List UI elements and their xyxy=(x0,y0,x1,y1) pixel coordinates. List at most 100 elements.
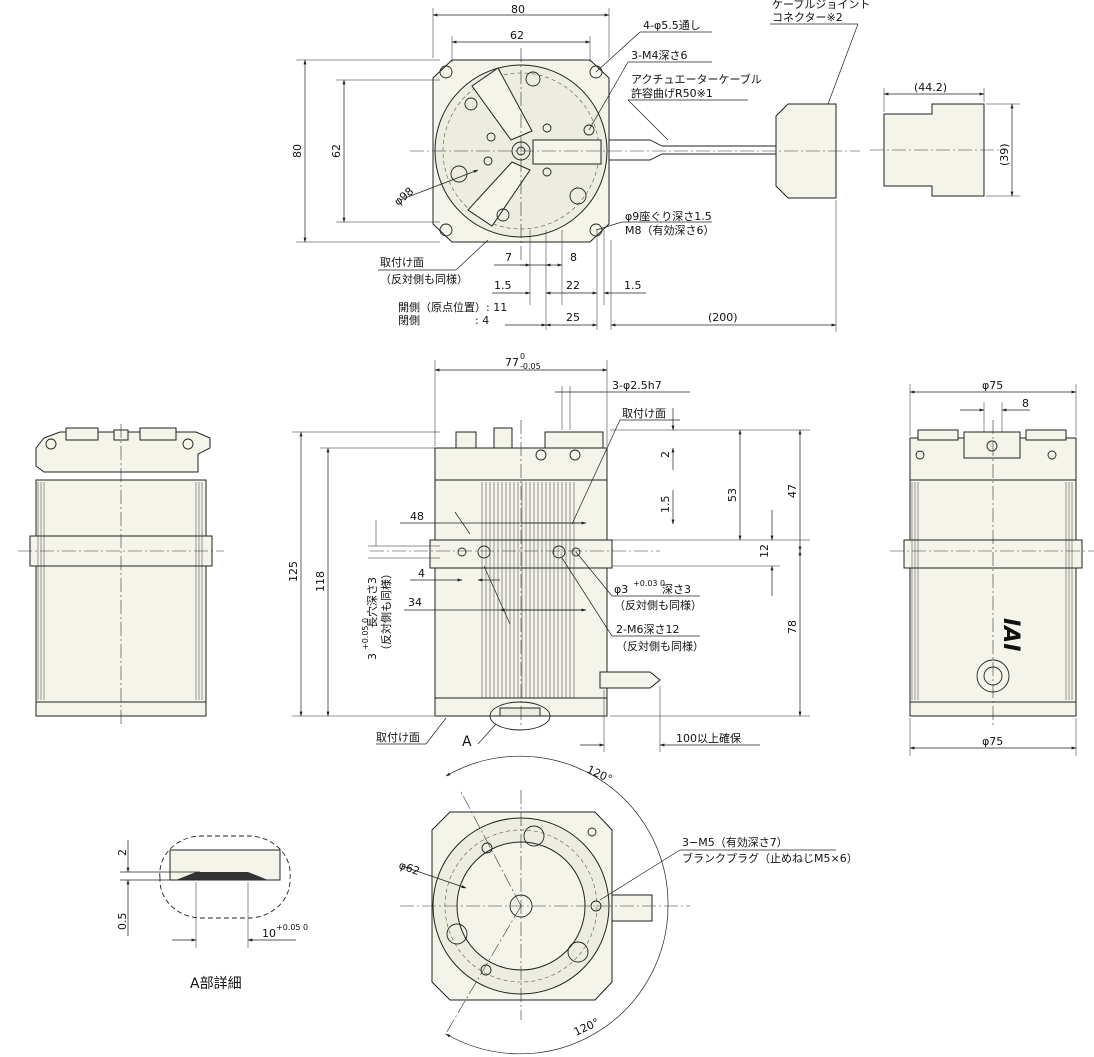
jaw-hole xyxy=(583,124,595,136)
leader xyxy=(827,23,859,105)
dim-2: 2 xyxy=(659,451,672,458)
left-pin-hole xyxy=(182,438,194,450)
dim-78: 78 xyxy=(786,620,799,634)
hole-note: 4-φ5.5通し xyxy=(643,19,701,32)
dim-47: 47 xyxy=(786,484,799,498)
pinhole-1: φ3 xyxy=(614,583,628,596)
cable xyxy=(609,139,776,161)
dim-8: 8 xyxy=(570,251,577,264)
side-top-boss xyxy=(917,429,959,441)
dim-62: 62 xyxy=(510,29,524,42)
dim-48: 48 xyxy=(410,510,424,523)
dia-62: φ62 xyxy=(397,859,421,878)
angle-1: 120° xyxy=(585,763,615,786)
jaw-hole xyxy=(486,132,496,142)
bottom-corner-hole xyxy=(587,827,597,837)
dim-7: 7 xyxy=(505,251,512,264)
leader xyxy=(483,565,511,625)
jaw-hole xyxy=(542,167,552,177)
detail-a: 2 0.5 10 +0.05 0 A部詳細 xyxy=(116,835,308,992)
m6-hole xyxy=(552,545,566,559)
leader xyxy=(454,511,471,535)
slot-note-2: 長穴深さ3 xyxy=(365,577,379,628)
top-view: 80 62 80 62 φ98 4-φ5.5通し 3-M4深さ6 アクチュエータ… xyxy=(291,0,1020,332)
counterbore-1: φ9座ぐり深さ1.5 xyxy=(625,209,712,223)
counterbore-2: M8（有効深さ6） xyxy=(625,223,715,237)
bottom-m5-hole xyxy=(567,941,589,963)
detail-slot xyxy=(176,872,268,880)
front-top-jaw xyxy=(544,431,604,449)
jaw-hole xyxy=(542,123,552,133)
pinhole-3: （反対側も同様） xyxy=(614,598,702,612)
side-top-boss xyxy=(1025,429,1067,441)
detail-dim-2: 2 xyxy=(116,849,129,856)
dim-12: 12 xyxy=(758,544,771,558)
detail-outline xyxy=(159,835,291,919)
m6-note-1: 2-M6深さ12 xyxy=(616,623,679,636)
dim-22: 22 xyxy=(566,279,580,292)
front-fins xyxy=(481,482,575,700)
dim-62-v: 62 xyxy=(330,144,343,158)
leader xyxy=(571,419,621,525)
dia-98: φ98 xyxy=(392,185,417,209)
dia-75-bottom: φ75 xyxy=(982,735,1003,748)
front-lower-body xyxy=(434,567,608,699)
dim-53: 53 xyxy=(726,488,739,502)
dim-1-5: 1.5 xyxy=(659,496,672,514)
bottom-m5-hole xyxy=(446,923,468,945)
left-top-boss xyxy=(65,427,99,441)
front-pin-hole xyxy=(535,449,547,461)
dia-75-top: φ75 xyxy=(982,379,1003,392)
jaw-hole xyxy=(569,187,587,205)
leader xyxy=(477,723,497,745)
bottom-view: 120° 120° φ62 3−M5（有効深さ7） ブランクプラグ（止めねじM5… xyxy=(397,755,858,1055)
detail-dim-10: 10 xyxy=(262,927,276,940)
jaw-hole xyxy=(525,71,541,87)
mount-hole-3 xyxy=(439,223,453,237)
mount-hole-4 xyxy=(589,223,603,237)
dim-25: 25 xyxy=(566,311,580,324)
jaw-3 xyxy=(532,139,602,165)
pin-note: 3-φ2.5h7 xyxy=(612,379,662,392)
leader xyxy=(588,61,629,131)
mount-face-1: 取付け面 xyxy=(380,256,424,269)
dim-1-5a: 1.5 xyxy=(494,279,512,292)
bottom-cable-stub xyxy=(611,894,653,922)
leader xyxy=(425,717,447,745)
leader xyxy=(599,849,681,901)
slot-note-1: 3 xyxy=(366,653,379,660)
leader xyxy=(627,99,669,141)
mount-face-top: 取付け面 xyxy=(622,407,666,420)
dim-80-v: 80 xyxy=(291,144,304,158)
dim-39: (39) xyxy=(998,143,1011,166)
dim-8-side: 8 xyxy=(1022,397,1029,410)
front-slot xyxy=(499,707,541,717)
left-view xyxy=(18,424,224,724)
jaw-1 xyxy=(471,67,533,141)
cable-note-2: 許容曲げR50※1 xyxy=(631,86,713,100)
side-fins xyxy=(911,482,1073,700)
detail-a-circle xyxy=(489,701,551,731)
dim-200: (200) xyxy=(708,311,738,324)
left-top-boss xyxy=(139,427,177,441)
clearance: 100以上確保 xyxy=(676,731,741,745)
bottom-small-hole xyxy=(481,842,493,854)
side-view: IAI φ75 8 φ75 xyxy=(890,379,1094,756)
leader xyxy=(561,557,613,637)
detail-caption: A部詳細 xyxy=(190,976,242,992)
logo: IAI xyxy=(998,618,1023,651)
front-top-boss xyxy=(493,427,513,449)
cable-joint-1: ケーブルジョイント xyxy=(772,0,870,11)
leader xyxy=(401,865,467,889)
jaw-hole xyxy=(464,97,478,111)
front-pin-hole xyxy=(569,449,581,461)
leader xyxy=(595,31,641,73)
side-center-pin xyxy=(986,440,998,452)
dim-125: 125 xyxy=(287,561,300,582)
pinhole-2: 深さ3 xyxy=(662,583,691,596)
dim-34: 34 xyxy=(408,596,422,609)
dim-77: 77 xyxy=(505,356,519,369)
slot-hole xyxy=(457,547,467,557)
left-fins xyxy=(37,482,203,700)
